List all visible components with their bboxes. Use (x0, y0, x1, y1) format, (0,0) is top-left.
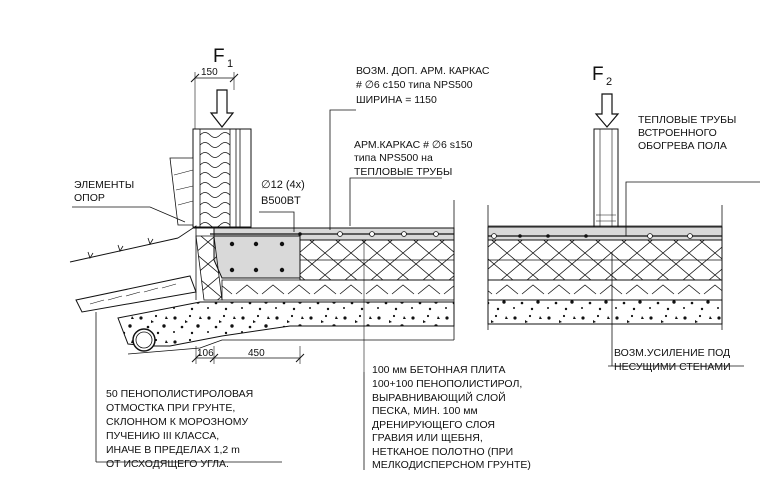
dim-edge-zone-value: 450 (248, 348, 265, 359)
label-wall-reinforcement: ВОЗМ.УСИЛЕНИЕ ПОД НЕСУЩИМИ СТЕНАМИ (614, 347, 731, 373)
slab-layers-line1: 100 мм БЕТОННАЯ ПЛИТА (372, 364, 506, 376)
slab-layers-line8: МЕЛКОДИСПЕРСНОМ ГРУНТЕ) (372, 459, 531, 471)
dimension-wall-width: 150 (190, 67, 239, 129)
gravel-drainage-left (117, 301, 455, 347)
extra-cage-line1: ВОЗМ. ДОП. АРМ. КАРКАС (356, 65, 490, 77)
left-section (69, 128, 455, 355)
slab-layers-line4: ПЕСКА, МИН. 100 мм (372, 405, 478, 417)
sand-layer-left (221, 279, 455, 301)
support-elements-line1: ЭЛЕМЕНТЫ (74, 179, 134, 191)
wall-reinforcement-line1: ВОЗМ.УСИЛЕНИЕ ПОД (614, 347, 730, 359)
force-f2-subscript: 2 (606, 76, 612, 88)
label-support-elements: ЭЛЕМЕНТЫ ОПОР (74, 179, 134, 204)
label-rebar-spec: ∅12 (4x) B500BT (261, 179, 305, 207)
force-f2-letter: F (592, 64, 604, 85)
interior-wall (593, 128, 619, 228)
dim-wall-width-value: 150 (201, 67, 218, 78)
insulation-note-line5: ИНАЧЕ В ПРЕДЕЛАХ 1,2 m (106, 444, 240, 456)
slab-layers-line7: НЕТКАНОЕ ПОЛОТНО (ПРИ (372, 446, 513, 458)
heating-pipes-line2: ВСТРОЕННОГО (638, 127, 717, 139)
force-f2: F 2 (592, 64, 620, 128)
main-cage-line2: типа NPS500 на (354, 152, 433, 164)
slab-layers-line3: ВЫРАВНИВАЮЩИЙ СЛОЙ (372, 391, 506, 404)
insulation-note-line1: 50 ПЕНОПОЛИСТИРОЛОВАЯ (106, 388, 253, 400)
force-f1: F 1 (209, 46, 235, 128)
insulation-note-line2: ОТМОСТКА ПРИ ГРУНТЕ, (106, 402, 235, 414)
insulation-note-line6: ОТ ИСХОДЯЩЕГО УГЛА. (106, 458, 229, 470)
heating-pipes-line1: ТЕПЛОВЫЕ ТРУБЫ (638, 114, 736, 126)
force-arrow-f2 (594, 93, 620, 128)
right-section (453, 128, 723, 340)
dim-edge-offset-value: 106 (197, 348, 214, 359)
main-cage-line3: ТЕПЛОВЫЕ ТРУБЫ (354, 166, 452, 178)
force-arrow-f1 (209, 89, 235, 128)
slab-layers-line5: ДРЕНИРУЮЩЕГО СЛОЯ (372, 419, 495, 431)
dimension-bottom: 106 450 (191, 346, 305, 364)
concrete-slab-right (487, 226, 723, 241)
rebar-spec-line1: ∅12 (4x) (261, 179, 305, 191)
label-insulation-note: 50 ПЕНОПОЛИСТИРОЛОВАЯ ОТМОСТКА ПРИ ГРУНТ… (106, 388, 253, 470)
gravel-drainage-right (487, 299, 723, 325)
leader-lines (72, 109, 760, 470)
label-heating-pipes: ТЕПЛОВЫЕ ТРУБЫ ВСТРОЕННОГО ОБОГРЕВА ПОЛА (638, 114, 736, 152)
rebar-spec-line2: B500BT (261, 195, 301, 207)
extra-cage-line2: # ∅6 с150 типа NPS500 (356, 79, 473, 91)
insulation-note-line4: ПУЧЕНИЮ III КЛАССА, (106, 430, 219, 442)
wall-reinforcement-line2: НЕСУЩИМИ СТЕНАМИ (614, 361, 731, 373)
insulation-note-line3: СКЛОННОМ К МОРОЗНОМУ (106, 416, 248, 428)
sand-layer-right (487, 279, 723, 301)
force-f1-subscript: 1 (227, 58, 233, 70)
label-extra-cage: ВОЗМ. ДОП. АРМ. КАРКАС # ∅6 с150 типа NP… (356, 65, 490, 106)
slab-layers-line6: ГРАВИЯ ИЛИ ЩЕБНЯ, (372, 432, 483, 444)
support-elements-line2: ОПОР (74, 192, 105, 204)
label-main-cage: АРМ.КАРКАС # ∅6 s150 типа NPS500 на ТЕПЛ… (354, 139, 473, 178)
main-cage-line1: АРМ.КАРКАС # ∅6 s150 (354, 139, 473, 151)
extra-cage-line3: ШИРИНА = 1150 (356, 94, 437, 106)
wall-insulation (199, 128, 231, 228)
heating-pipes-line3: ОБОГРЕВА ПОЛА (638, 140, 727, 152)
force-f1-letter: F (213, 46, 225, 67)
label-slab-layers: 100 мм БЕТОННАЯ ПЛИТА 100+100 ПЕНОПОЛИСТ… (372, 364, 531, 471)
slab-layers-line2: 100+100 ПЕНОПОЛИСТИРОЛ, (372, 378, 522, 390)
